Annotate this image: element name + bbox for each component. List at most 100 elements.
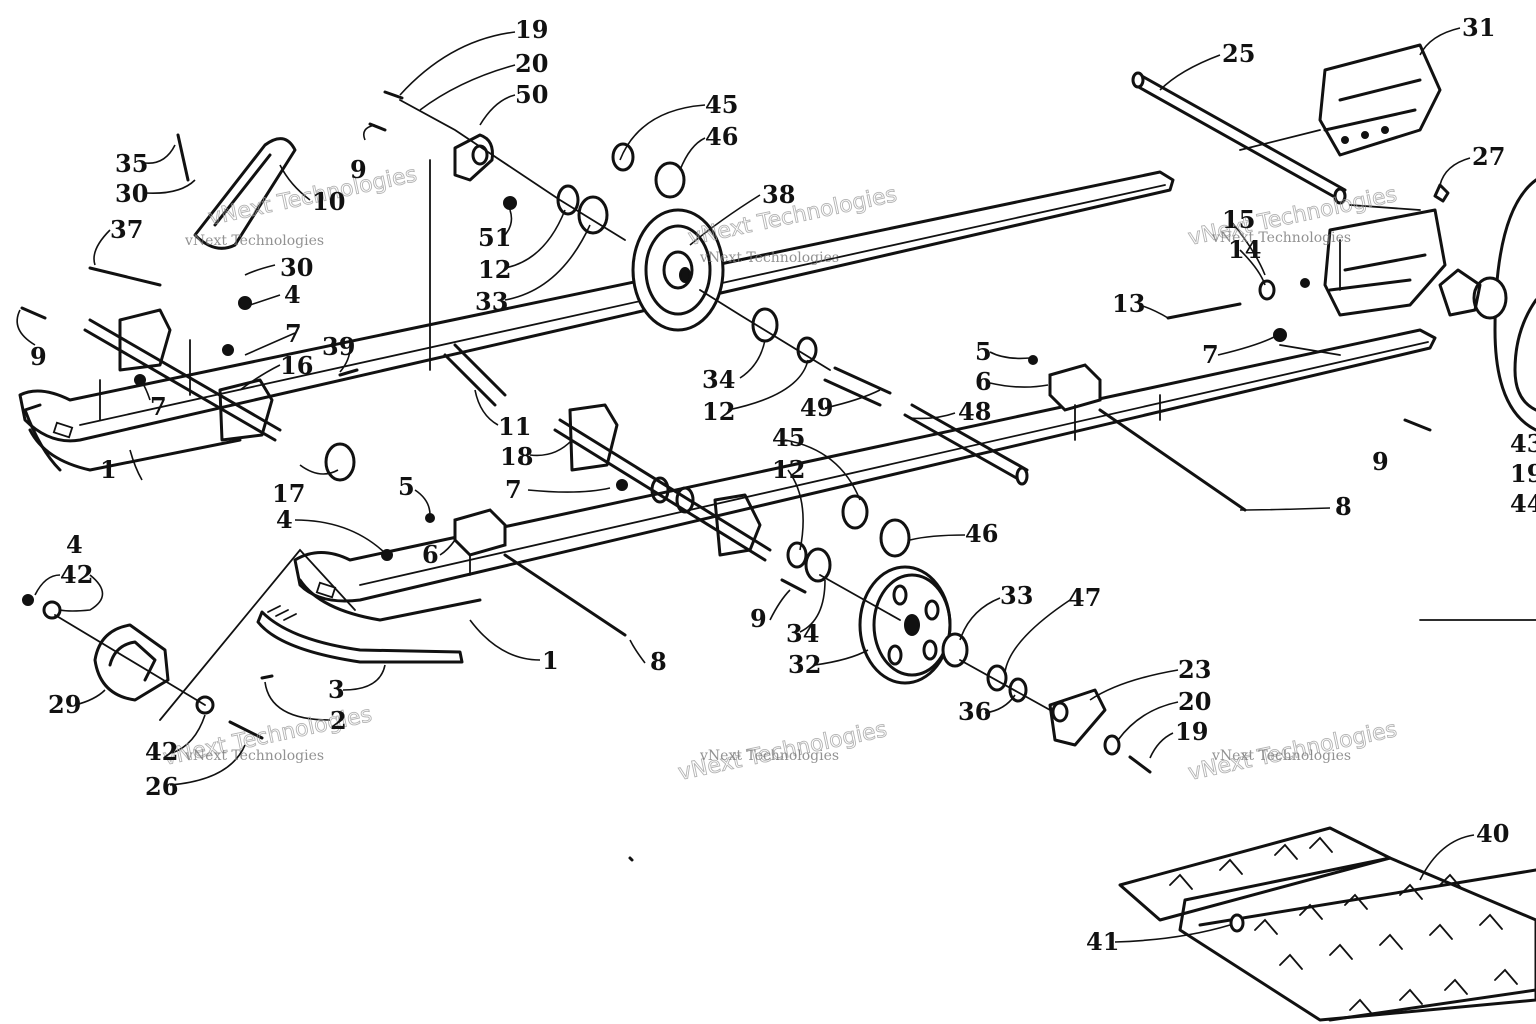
callout: 30 [115, 179, 148, 208]
callout: 34 [702, 365, 735, 394]
callout: 47 [1068, 583, 1101, 612]
callout: 39 [322, 332, 355, 361]
callout: 19 [1175, 717, 1208, 746]
watermark-bottom-right: vNext Technologies vNext Technologies [1186, 717, 1400, 787]
callout: 2 [330, 706, 347, 735]
callout: 8 [1335, 492, 1352, 521]
wear-strip [256, 605, 464, 664]
callout: 9 [750, 604, 767, 633]
callout: 3 [328, 675, 345, 704]
watermark-top-left: vNext Technologies vNext Technologies [184, 162, 420, 249]
callout: 16 [280, 351, 313, 380]
slide-rail-lower [293, 328, 1437, 622]
svg-text:vNext Technologies: vNext Technologies [184, 748, 324, 764]
callout: 7 [150, 392, 167, 421]
callout: 48 [958, 397, 991, 426]
callout: 33 [1000, 581, 1033, 610]
callout: 13 [1112, 289, 1145, 318]
callout: 36 [958, 697, 991, 726]
callout: 5 [975, 337, 992, 366]
callout: 8 [650, 647, 667, 676]
callout: 6 [422, 540, 439, 569]
spacer-tubes [823, 366, 1029, 486]
callout: 7 [505, 475, 522, 504]
svg-text:vNext Technologies: vNext Technologies [1211, 748, 1351, 764]
svg-text:vNext Technologies: vNext Technologies [184, 233, 324, 249]
callout: 46 [965, 519, 998, 548]
callout: 20 [515, 49, 548, 78]
callout: 23 [1178, 655, 1211, 684]
callout: 51 [478, 223, 511, 252]
track-40 [1118, 826, 1536, 1022]
callout: 19 [1510, 459, 1536, 488]
watermark-top-right: vNext Technologies vNext Technologies [1186, 182, 1400, 252]
callout: 46 [705, 122, 738, 151]
callout: 17 [272, 479, 305, 508]
bumper-29 [22, 594, 215, 715]
callout: 31 [1462, 13, 1495, 42]
bolts [20, 90, 1432, 862]
callout: 1 [100, 455, 117, 484]
callout: 26 [145, 772, 178, 801]
guide-block-6b [453, 508, 507, 557]
rear-axle [443, 343, 772, 562]
callout: 45 [705, 90, 738, 119]
callout: 38 [762, 180, 795, 209]
svg-text:vNext Technologies: vNext Technologies [699, 250, 839, 266]
callout: 12 [478, 255, 511, 284]
callout: 49 [800, 393, 833, 422]
front-axle [83, 308, 282, 442]
callout: 27 [1472, 142, 1505, 171]
callout: 4 [66, 530, 83, 559]
callout: 37 [110, 215, 143, 244]
callout: 15 [1222, 205, 1255, 234]
idler-wheel-38 [631, 208, 725, 332]
callout: 14 [1228, 235, 1261, 264]
callout: 42 [60, 560, 93, 589]
slide-rail-upper [18, 170, 1175, 472]
callout: 40 [1476, 819, 1509, 848]
rear-bracket-lower [1323, 183, 1450, 317]
callout: 32 [788, 650, 821, 679]
callout: 43 [1510, 429, 1536, 458]
callout: 4 [284, 280, 301, 309]
callout: 9 [30, 342, 47, 371]
callout: 41 [1086, 927, 1119, 956]
callout: 34 [786, 619, 819, 648]
svg-text:vNext Technologies: vNext Technologies [1211, 230, 1351, 246]
shaft-25 [1131, 71, 1347, 205]
callout: 25 [1222, 39, 1255, 68]
callout: 18 [500, 442, 533, 471]
callout: 50 [515, 80, 548, 109]
callout: 45 [772, 423, 805, 452]
rear-bracket-31 [1318, 43, 1442, 157]
callout: 5 [398, 472, 415, 501]
callout-leaders [16, 27, 1475, 943]
callout: 12 [772, 455, 805, 484]
callout: 30 [280, 253, 313, 282]
callout: 7 [1202, 340, 1219, 369]
bracket-23 [1048, 688, 1107, 747]
callout: 44 [1510, 489, 1536, 518]
arm-10 [193, 137, 297, 250]
idler-wheel-32 [858, 565, 952, 685]
callout: 11 [498, 412, 531, 441]
callout: 10 [312, 187, 345, 216]
assembly-leaders [54, 99, 1536, 721]
callout: 33 [475, 287, 508, 316]
callout: 9 [1372, 447, 1389, 476]
watermark-bottom-center: vNext Technologies vNext Technologies [676, 717, 890, 787]
callout: 9 [350, 155, 367, 184]
callout: 29 [48, 690, 81, 719]
callout: 4 [276, 505, 293, 534]
callout: 6 [975, 367, 992, 396]
guide-block-6a [1048, 363, 1102, 412]
callout: 12 [702, 397, 735, 426]
callout: 42 [145, 737, 178, 766]
rear-wheel-partial [1438, 178, 1536, 432]
callout: 1 [542, 646, 559, 675]
callout-labels: 19 20 50 45 46 38 25 31 27 35 30 10 9 37… [30, 13, 1536, 956]
callout: 35 [115, 149, 148, 178]
callout: 7 [285, 319, 302, 348]
